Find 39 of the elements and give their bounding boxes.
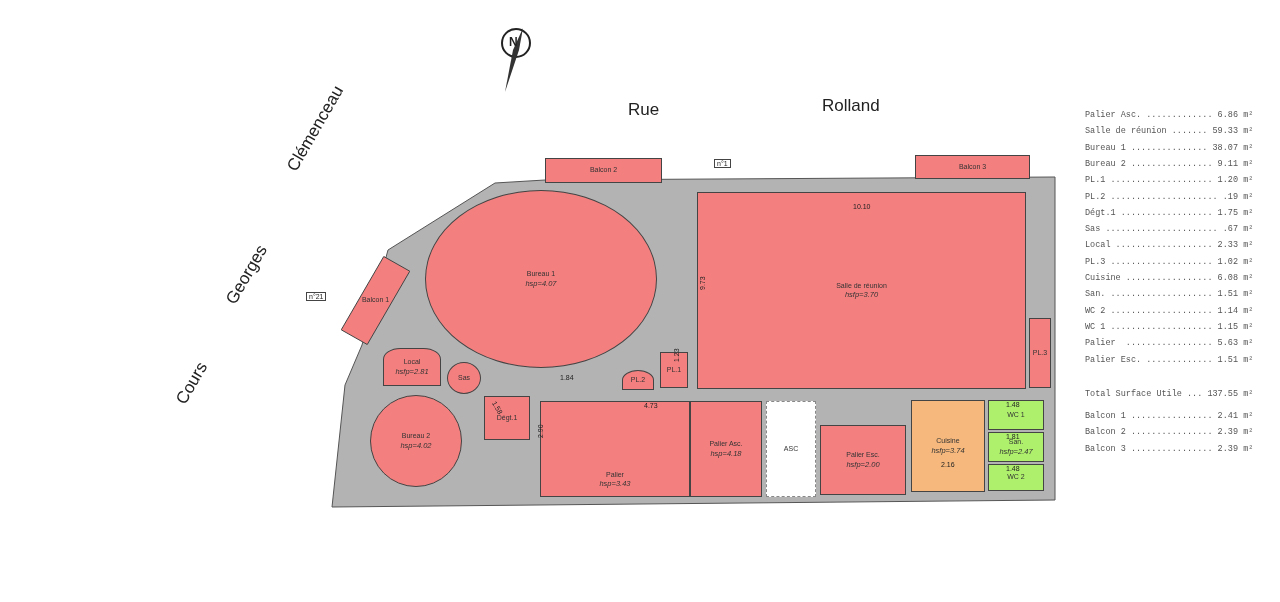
area-table-row: Dégt.1 .................. 1.75 m² [1085, 207, 1254, 218]
area-table-row: Cuisine ................. 6.08 m² [1085, 273, 1254, 283]
balcony [341, 256, 410, 345]
closet-room [622, 370, 654, 390]
toilet-room [988, 400, 1044, 430]
landing-room [820, 425, 906, 495]
area-table-row: PL.3 .................... 1.02 m² [1085, 256, 1254, 267]
north-label: N [509, 35, 518, 49]
area-table-row: Bureau 2 ................ 9.11 m² [1085, 158, 1254, 169]
kitchen-room [911, 400, 985, 492]
area-table-row: Balcon 1 ................ 2.41 m² [1085, 411, 1254, 422]
area-table-row: Palier Esc. ............. 1.51 m² [1085, 354, 1254, 365]
total-area-row: Total Surface Utile ... 137.55 m² [1085, 388, 1254, 399]
balcony [545, 158, 662, 183]
area-table-row: Local ................... 2.33 m² [1085, 240, 1254, 251]
meeting-room [697, 192, 1026, 389]
bathroom-room [988, 432, 1044, 462]
area-table-row: Bureau 1 ............... 38.07 m² [1085, 142, 1254, 153]
closet-room [1029, 318, 1051, 388]
area-table-row: WC 2 .................... 1.14 m² [1085, 305, 1254, 316]
area-table-row: PL.2 ..................... .19 m² [1085, 191, 1254, 202]
area-table-row: Balcon 2 ................ 2.39 m² [1085, 427, 1254, 438]
area-table-row: Palier Asc. ............. 6.86 m² [1085, 110, 1254, 120]
area-table-row: Palier ................. 5.63 m² [1085, 338, 1254, 349]
area-table-row: Balcon 3 ................ 2.39 m² [1085, 443, 1254, 454]
balcony [915, 155, 1030, 179]
corridor-room [484, 396, 530, 440]
toilet-room [988, 464, 1044, 491]
street-name: Rue [628, 100, 660, 120]
area-table-row: PL.1 .................... 1.20 m² [1085, 175, 1254, 186]
elevator-shaft [766, 401, 816, 497]
area-table-row: Sas ...................... .67 m² [1085, 224, 1254, 235]
storage-room [383, 348, 441, 386]
street-name: Rolland [822, 96, 880, 116]
area-table-row: WC 1 .................... 1.15 m² [1085, 321, 1254, 332]
area-table-row: San. .................... 1.51 m² [1085, 289, 1254, 300]
landing-room [690, 401, 762, 497]
area-table-row: Salle de réunion ....... 59.33 m² [1085, 126, 1254, 137]
landing-room [540, 401, 690, 497]
